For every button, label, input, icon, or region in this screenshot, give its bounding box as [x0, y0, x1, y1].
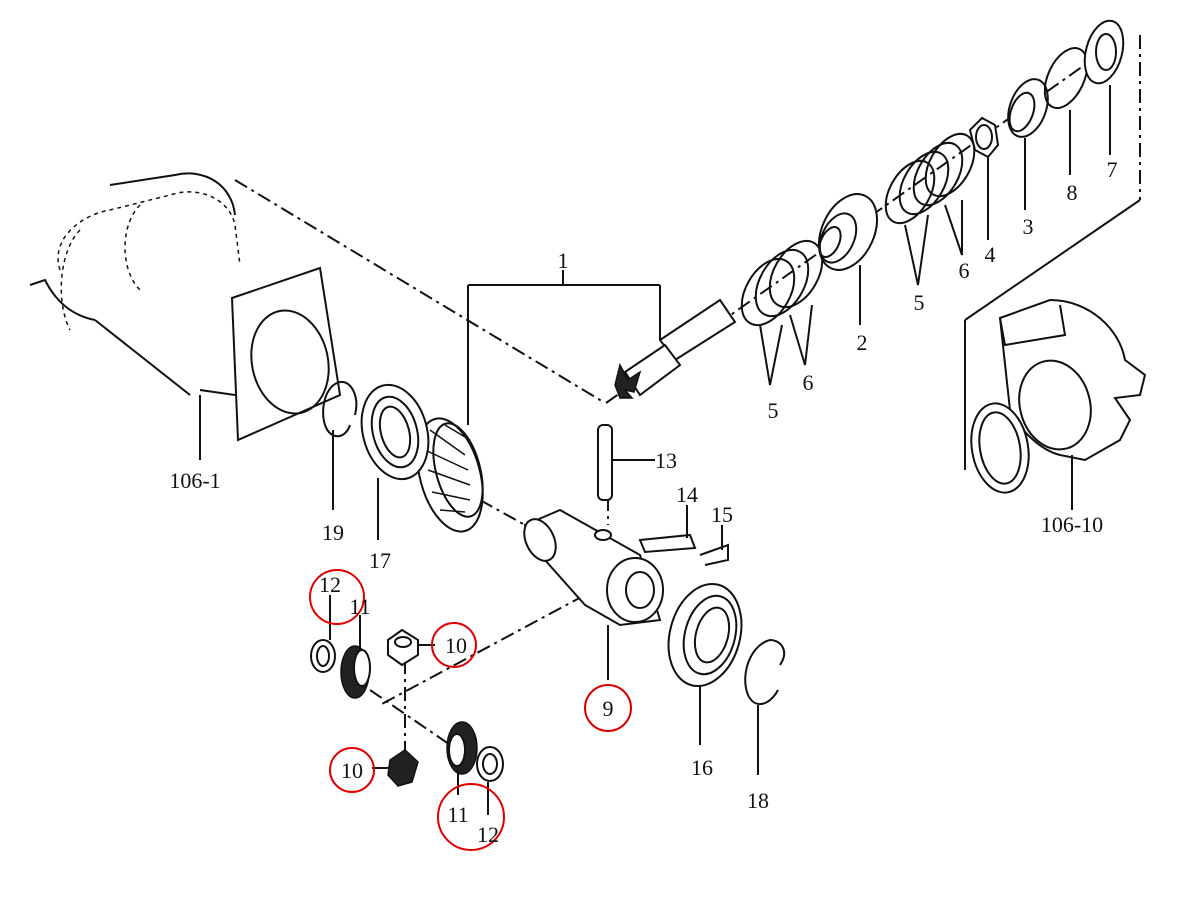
callout-12-upper: 12: [319, 572, 341, 597]
collar-3: [1007, 78, 1049, 210]
callout-11-upper: 11: [349, 594, 370, 619]
housing-106-10: [970, 298, 1147, 510]
bearing-17: [360, 383, 430, 540]
callout-19: 19: [322, 520, 344, 545]
side-gear-lower: [446, 721, 478, 795]
highlight-10-lower: [329, 747, 375, 793]
callout-1-bracket: [467, 270, 661, 425]
highlight-10-upper: [431, 622, 477, 668]
nut-4: [968, 116, 1000, 240]
callout-14: 14: [676, 482, 698, 507]
callout-15: 15: [711, 502, 733, 527]
callout-6-right: 6: [959, 258, 970, 283]
callout-18: 18: [747, 788, 769, 813]
callout-7: 7: [1107, 157, 1118, 182]
ring-gear: [416, 417, 484, 533]
bearing-16: [667, 582, 743, 745]
callout-4: 4: [985, 242, 996, 267]
pinion-shaft: [614, 298, 737, 399]
ring-set-6-right: [884, 132, 976, 286]
highlight-marks: [309, 569, 632, 851]
callout-17: 17: [369, 548, 391, 573]
highlight-9: [584, 684, 632, 732]
thrust-washer-upper: [310, 595, 336, 673]
seal-7: [1083, 19, 1125, 155]
callout-5-right: 5: [914, 290, 925, 315]
differential-case: [523, 508, 664, 680]
ring-8: [1043, 47, 1089, 175]
pin-13: [597, 424, 655, 501]
pinion-gear-upper: [387, 628, 435, 667]
callout-12-lower: 12: [477, 822, 499, 847]
bearing-2: [817, 193, 879, 325]
callout-5-left: 5: [768, 398, 779, 423]
key-15: [699, 525, 729, 566]
housing-106-1: [29, 172, 342, 460]
callout-labels: 1 2 3 4 5 5 6 6 7 8 9 10 10 11 11 12 12 …: [169, 157, 1117, 847]
callout-9: 9: [603, 696, 614, 721]
pinion-gear-lower: [372, 749, 419, 787]
callout-13: 13: [655, 448, 677, 473]
ring-set-6-left: [740, 239, 824, 386]
thrust-washer-lower: [476, 746, 504, 815]
callout-6-left: 6: [803, 370, 814, 395]
callout-11-lower: 11: [447, 802, 468, 827]
callout-16: 16: [691, 755, 713, 780]
side-gear-upper: [340, 615, 371, 699]
callout-8: 8: [1067, 180, 1078, 205]
highlight-12-upper: [309, 569, 365, 625]
callout-2: 2: [857, 330, 868, 355]
pin-14: [638, 505, 697, 554]
callout-106-1: 106-1: [169, 468, 220, 493]
callout-106-10: 106-10: [1041, 512, 1103, 537]
callout-1: 1: [558, 248, 569, 273]
snap-ring-19: [322, 380, 358, 510]
callout-10-upper: 10: [445, 633, 467, 658]
snap-ring-18: [744, 638, 786, 775]
highlight-11-12-lower: [437, 783, 505, 851]
callout-3: 3: [1023, 214, 1034, 239]
callout-10-lower: 10: [341, 758, 363, 783]
